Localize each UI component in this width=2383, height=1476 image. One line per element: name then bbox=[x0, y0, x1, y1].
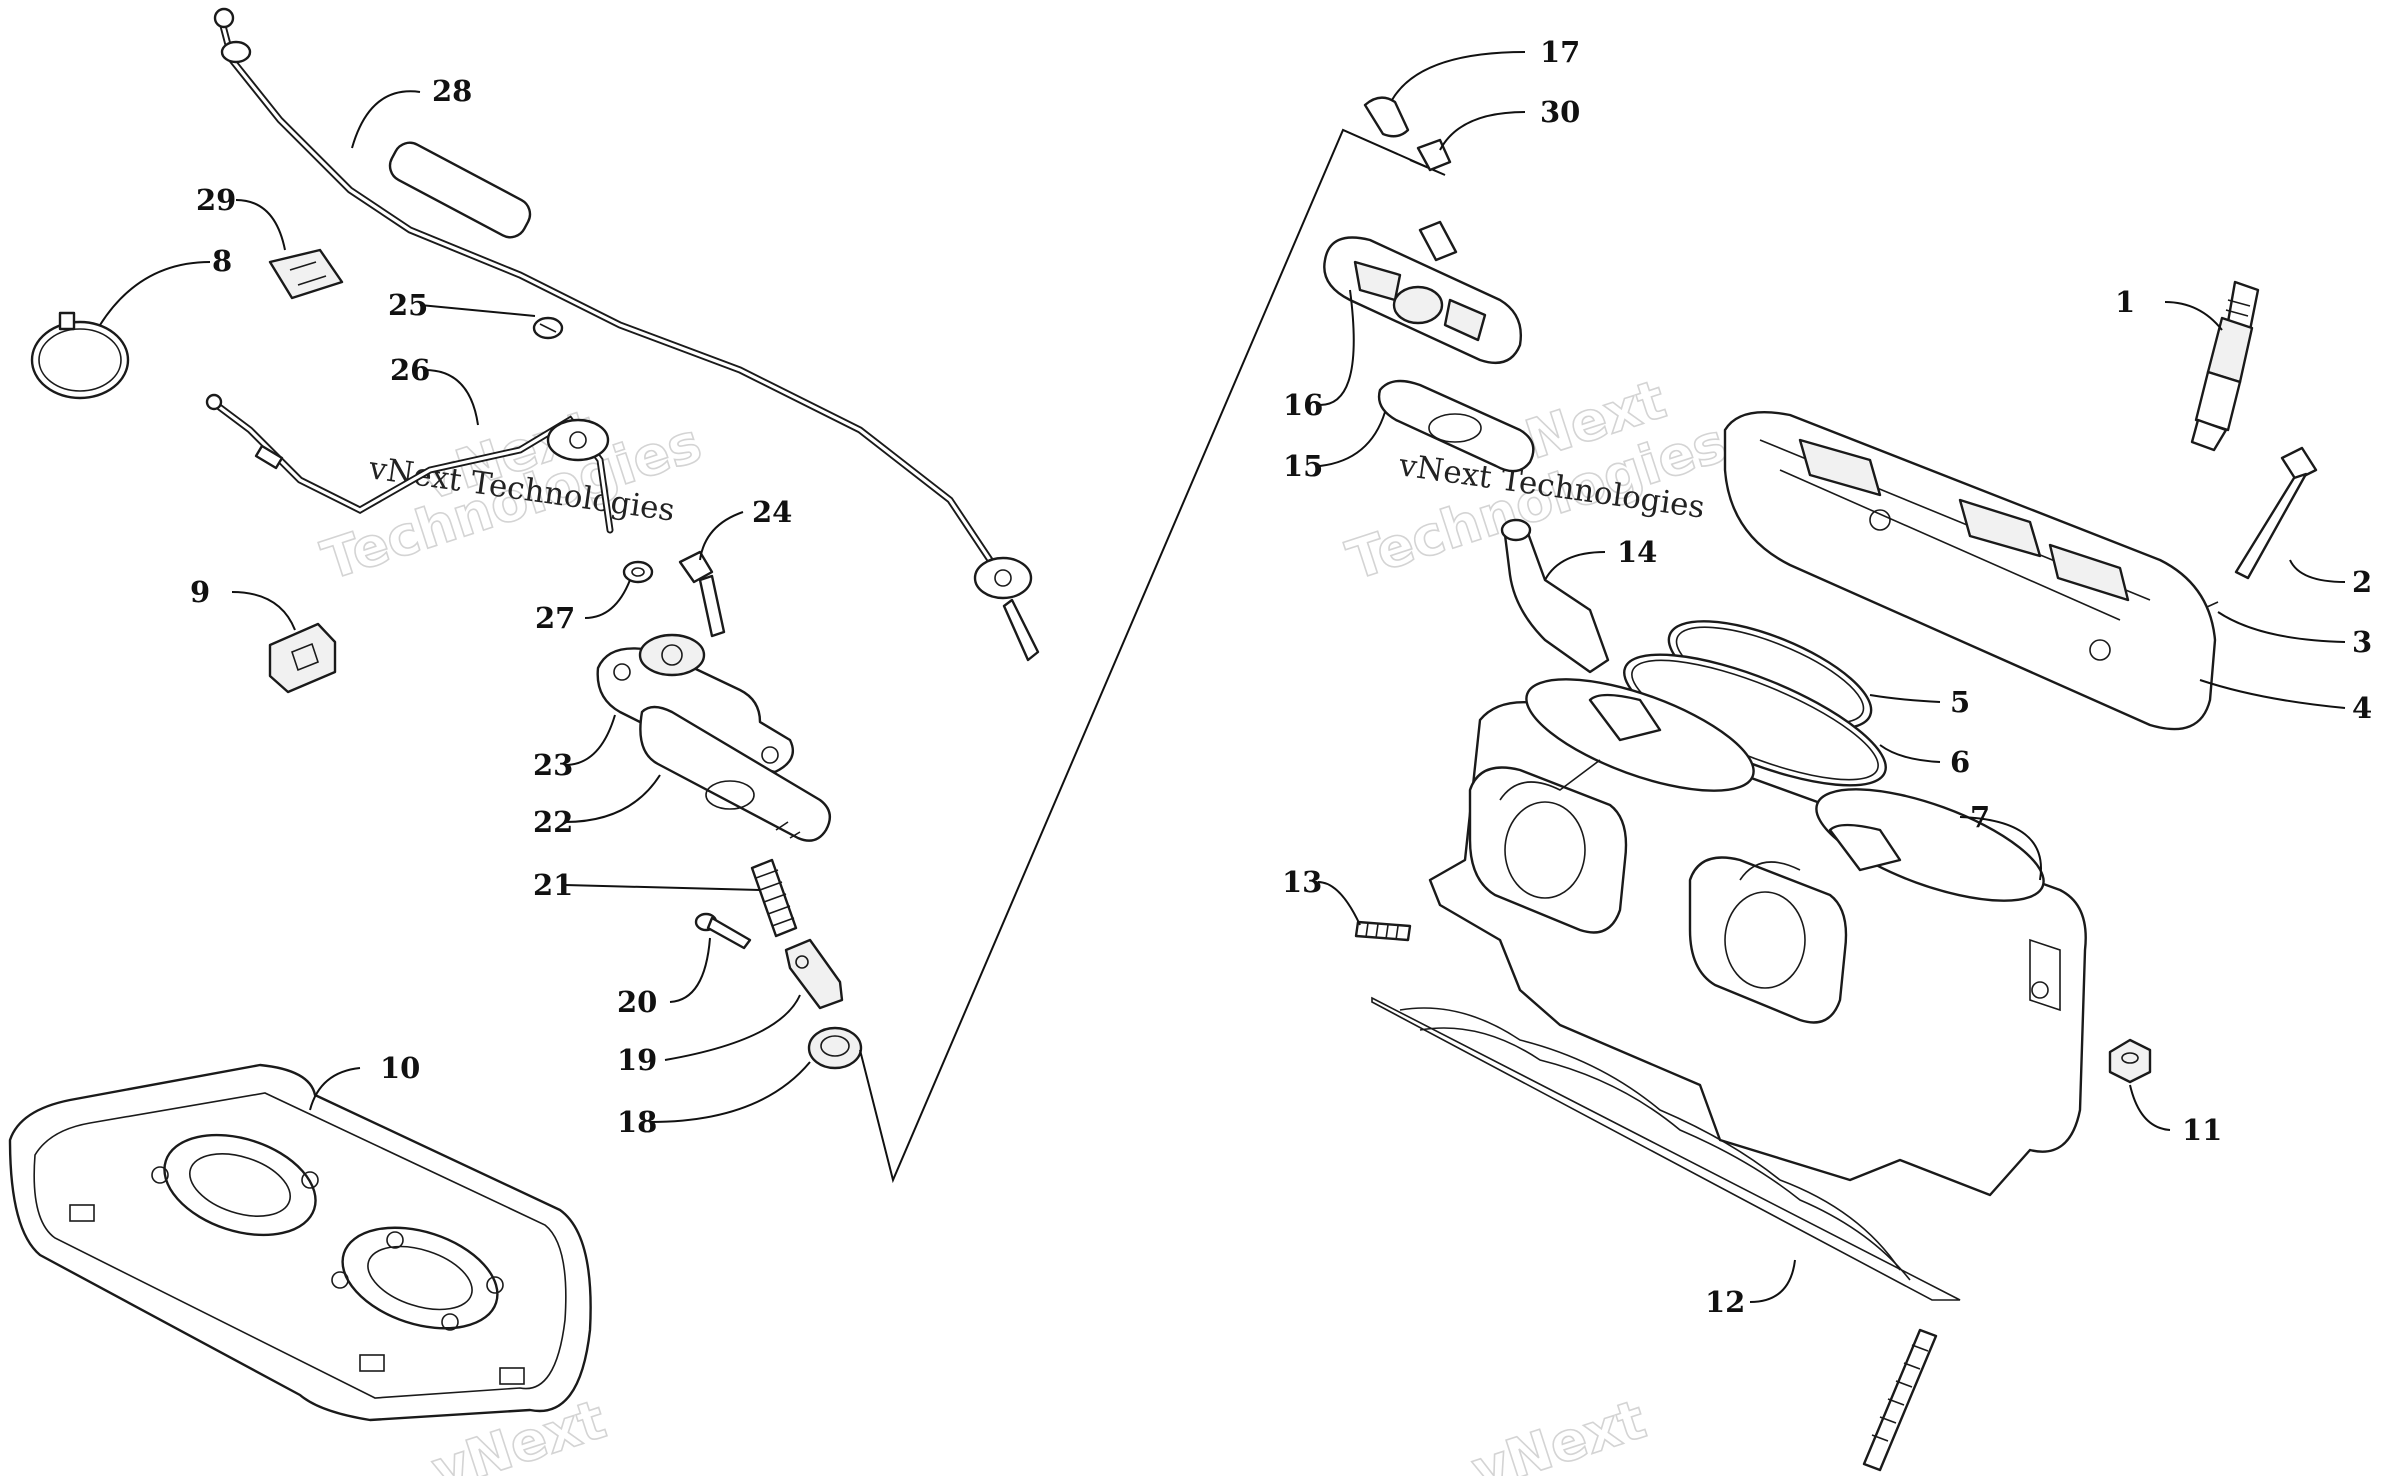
screw-part-25 bbox=[532, 316, 564, 340]
callout-30: 30 bbox=[1540, 95, 1580, 129]
callout-6: 6 bbox=[1950, 745, 1970, 779]
bolt-part-20 bbox=[694, 912, 752, 950]
cable-part-26 bbox=[205, 393, 614, 534]
callout-26: 26 bbox=[390, 353, 430, 387]
gasket-part-22 bbox=[639, 705, 832, 842]
callout-22: 22 bbox=[533, 805, 573, 839]
leader-lines bbox=[99, 51, 2346, 1303]
housing-part-23 bbox=[596, 633, 795, 774]
base-gasket-part-12 bbox=[1371, 996, 1961, 1301]
stud-part-bottom bbox=[1862, 1328, 1938, 1472]
stud-part-13 bbox=[1354, 920, 1412, 942]
callout-15: 15 bbox=[1283, 449, 1323, 483]
explode-line bbox=[859, 128, 1446, 1184]
clamp-part-8 bbox=[30, 311, 130, 400]
callout-23: 23 bbox=[533, 748, 573, 782]
lever-part-19 bbox=[784, 938, 844, 1010]
bolt-part-24 bbox=[678, 550, 726, 638]
callout-14: 14 bbox=[1617, 535, 1657, 569]
callout-16: 16 bbox=[1283, 388, 1323, 422]
callout-numbers: 28 29 8 25 26 9 27 24 23 22 21 20 19 18 … bbox=[190, 35, 2372, 1319]
callout-7: 7 bbox=[1970, 800, 1990, 834]
bracket-part-9 bbox=[268, 622, 337, 694]
callout-12: 12 bbox=[1705, 1285, 1745, 1319]
callout-18: 18 bbox=[617, 1105, 657, 1139]
head-cover-part-4 bbox=[1723, 411, 2217, 731]
callout-20: 20 bbox=[617, 985, 657, 1019]
callout-3: 3 bbox=[2352, 625, 2372, 659]
callout-5: 5 bbox=[1950, 685, 1970, 719]
cylinder-block-part-7 bbox=[1428, 678, 2087, 1197]
clip-part-29 bbox=[268, 248, 344, 300]
fitting-part-30 bbox=[1416, 138, 1458, 262]
callout-27: 27 bbox=[535, 601, 575, 635]
callout-2: 2 bbox=[2352, 565, 2372, 599]
callout-1: 1 bbox=[2115, 285, 2135, 319]
bolt-part-2 bbox=[2234, 446, 2318, 580]
spring-part-21 bbox=[750, 858, 798, 938]
callout-24: 24 bbox=[752, 495, 792, 529]
callout-10: 10 bbox=[380, 1051, 420, 1085]
gasket-part-15 bbox=[1377, 379, 1535, 473]
spark-plug-part-1 bbox=[2190, 280, 2260, 452]
callout-29: 29 bbox=[196, 183, 236, 217]
seal-part-18 bbox=[807, 1026, 863, 1070]
cap-part-17 bbox=[1363, 96, 1410, 138]
watermark-left: vNext Technologies vNext Technologies bbox=[314, 397, 710, 593]
cable-part-28 bbox=[213, 7, 1040, 662]
cover-part-16 bbox=[1323, 236, 1522, 365]
washer-part-27 bbox=[622, 560, 654, 584]
callout-8: 8 bbox=[212, 244, 232, 278]
valve-part-14 bbox=[1500, 518, 1610, 674]
callout-28: 28 bbox=[432, 74, 472, 108]
gasket-kit-part-10 bbox=[8, 1063, 592, 1422]
watermark-bottom: vNext vNext bbox=[424, 1387, 1654, 1476]
callout-17: 17 bbox=[1540, 35, 1580, 69]
callout-13: 13 bbox=[1282, 865, 1322, 899]
watermark-text: vNext bbox=[1465, 1388, 1653, 1476]
callout-11: 11 bbox=[2182, 1113, 2222, 1147]
callout-9: 9 bbox=[190, 575, 210, 609]
callout-4: 4 bbox=[2352, 691, 2372, 725]
callout-19: 19 bbox=[617, 1043, 657, 1077]
callout-25: 25 bbox=[388, 288, 428, 322]
callout-21: 21 bbox=[533, 868, 573, 902]
nut-part-11 bbox=[2108, 1038, 2152, 1084]
